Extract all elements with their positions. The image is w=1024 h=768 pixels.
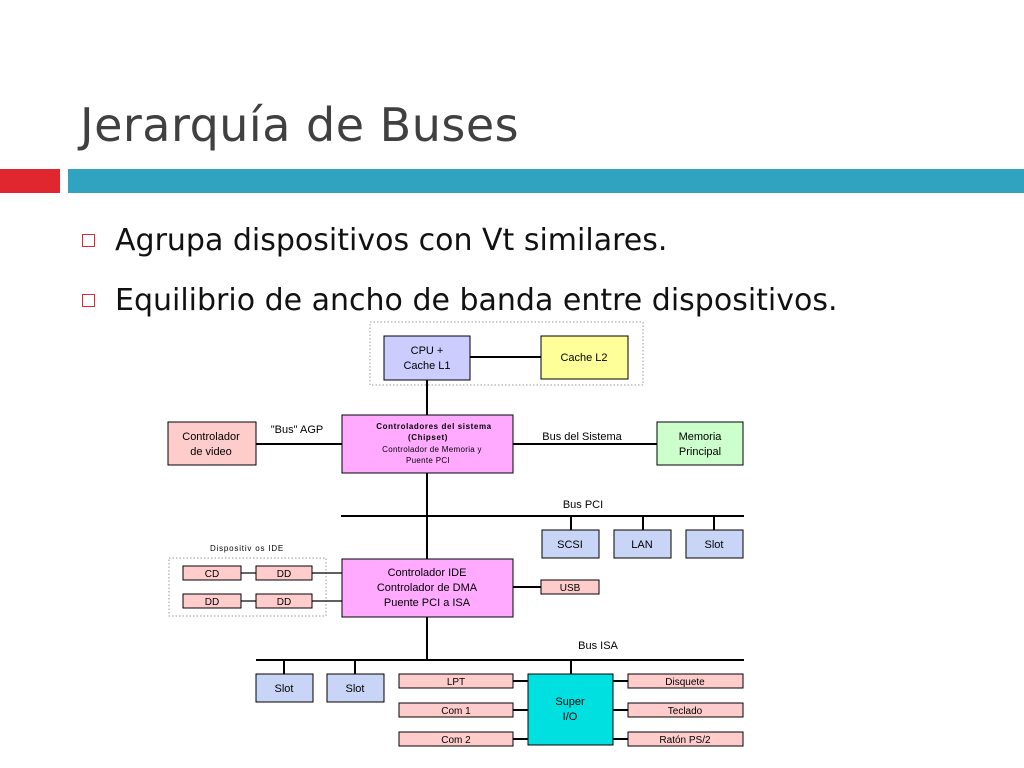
port-label: Com 1 [441, 706, 471, 717]
port-rect [627, 673, 744, 689]
ide-device-label: DD [205, 597, 219, 608]
ide-controller-line1: Controlador IDE [388, 567, 467, 579]
pci-device-rect [685, 529, 744, 559]
agp-bus-label: "Bus" AGP [271, 424, 323, 436]
slide-title: Jerarquía de Buses [80, 98, 520, 152]
ide-device-dd: DD [255, 593, 313, 609]
pci-device-rect [613, 529, 672, 559]
main-memory-box: Memoria Principal [656, 421, 744, 466]
usb-label: USB [560, 583, 581, 594]
video-controller-box: Controlador de video [167, 421, 257, 466]
bullet-text: Agrupa dispositivos con Vt similares. [115, 222, 668, 258]
pci-device-label: SCSI [557, 539, 583, 551]
port-com2: Com 2 [398, 731, 514, 747]
super-io-box: Super I/O [527, 673, 614, 746]
pci-device-label: Slot [705, 539, 724, 551]
chipset-title-line1: Controladores del sistema [376, 422, 491, 431]
chipset-sub-line1: Controlador de Memoria y [382, 445, 482, 454]
cpu-label-line2: Cache L1 [403, 360, 450, 372]
super-io-line2: I/O [563, 711, 578, 723]
port-label: Teclado [668, 706, 703, 717]
accent-bar-red [0, 169, 60, 193]
chipset-box: Controladores del sistema (Chipset) Cont… [341, 414, 514, 474]
ide-device-cd: CD [182, 565, 242, 581]
video-controller-line1: Controlador [182, 431, 240, 443]
port-rect [398, 673, 514, 689]
chipset-rect [341, 414, 514, 474]
ide-device-rect [182, 593, 242, 609]
port-label: LPT [447, 677, 465, 688]
ide-device-rect [255, 565, 313, 581]
ide-device-label: DD [277, 569, 291, 580]
pci-bus-label: Bus PCI [563, 499, 603, 511]
cpu-group-outline [369, 321, 644, 386]
cache-l2-rect [540, 335, 629, 380]
isa-slot-rect [255, 673, 314, 703]
ide-device-label: DD [277, 597, 291, 608]
port-label: Ratón PS/2 [659, 735, 711, 746]
ide-device-dd: DD [255, 565, 313, 581]
usb-box: USB [540, 579, 600, 595]
usb-rect [540, 579, 600, 595]
pci-device-label: LAN [631, 539, 652, 551]
isa-slot-rect [326, 673, 385, 703]
super-io-line1: Super [555, 696, 585, 708]
super-io-rect [527, 673, 614, 746]
main-memory-rect [656, 421, 744, 466]
cache-l2-label: Cache L2 [560, 352, 607, 364]
chipset-title-line2: (Chipset) [408, 433, 448, 442]
port-ps2-mouse: Ratón PS/2 [627, 731, 744, 747]
main-memory-line2: Principal [679, 446, 721, 458]
port-lpt: LPT [398, 673, 514, 689]
bullet-text: Equilibrio de ancho de banda entre dispo… [115, 282, 838, 318]
isa-slot-2: Slot [326, 673, 385, 703]
port-floppy: Disquete [627, 673, 744, 689]
isa-slot-1: Slot [255, 673, 314, 703]
bullet-list: Agrupa dispositivos con Vt similares. Eq… [82, 210, 838, 330]
port-com1: Com 1 [398, 702, 514, 718]
ide-controller-box: Controlador IDE Controlador de DMA Puent… [341, 558, 514, 618]
cpu-rect [383, 335, 471, 381]
isa-slot-label: Slot [346, 683, 365, 695]
pci-device-slot: Slot [685, 529, 744, 559]
isa-bus-label: Bus ISA [578, 640, 618, 652]
ide-controller-rect [341, 558, 514, 618]
ide-device-label: CD [205, 569, 219, 580]
pci-device-rect [541, 529, 600, 559]
bullet-item: Equilibrio de ancho de banda entre dispo… [82, 270, 838, 330]
system-bus-label: Bus del Sistema [542, 431, 622, 443]
chipset-sub-line2: Puente PCI [406, 456, 450, 465]
ide-device-dd: DD [182, 593, 242, 609]
port-label: Disquete [665, 677, 705, 688]
cpu-label-line1: CPU + [411, 345, 444, 357]
port-rect [398, 702, 514, 718]
isa-slot-label: Slot [275, 683, 294, 695]
bullet-item: Agrupa dispositivos con Vt similares. [82, 210, 838, 270]
cpu-box: CPU + Cache L1 [383, 335, 471, 381]
accent-bar-teal [68, 169, 1024, 193]
port-rect [627, 731, 744, 747]
video-controller-line2: de video [190, 446, 232, 458]
pci-device-scsi: SCSI [541, 529, 600, 559]
video-controller-rect [167, 421, 257, 466]
ide-links [241, 572, 342, 602]
port-rect [627, 702, 744, 718]
square-bullet-icon [82, 233, 95, 247]
pci-device-lan: LAN [613, 529, 672, 559]
ide-device-rect [255, 593, 313, 609]
square-bullet-icon [82, 293, 95, 307]
ide-group-label: Dispositiv os IDE [210, 544, 284, 553]
ide-controller-line3: Puente PCI a ISA [384, 597, 471, 609]
ide-controller-line2: Controlador de DMA [377, 582, 478, 594]
main-memory-line1: Memoria [679, 431, 723, 443]
ide-device-rect [182, 565, 242, 581]
bus-lines [256, 356, 744, 740]
port-keyboard: Teclado [627, 702, 744, 718]
cache-l2-box: Cache L2 [540, 335, 629, 380]
ide-group-outline [168, 557, 327, 617]
port-rect [398, 731, 514, 747]
port-label: Com 2 [441, 735, 471, 746]
